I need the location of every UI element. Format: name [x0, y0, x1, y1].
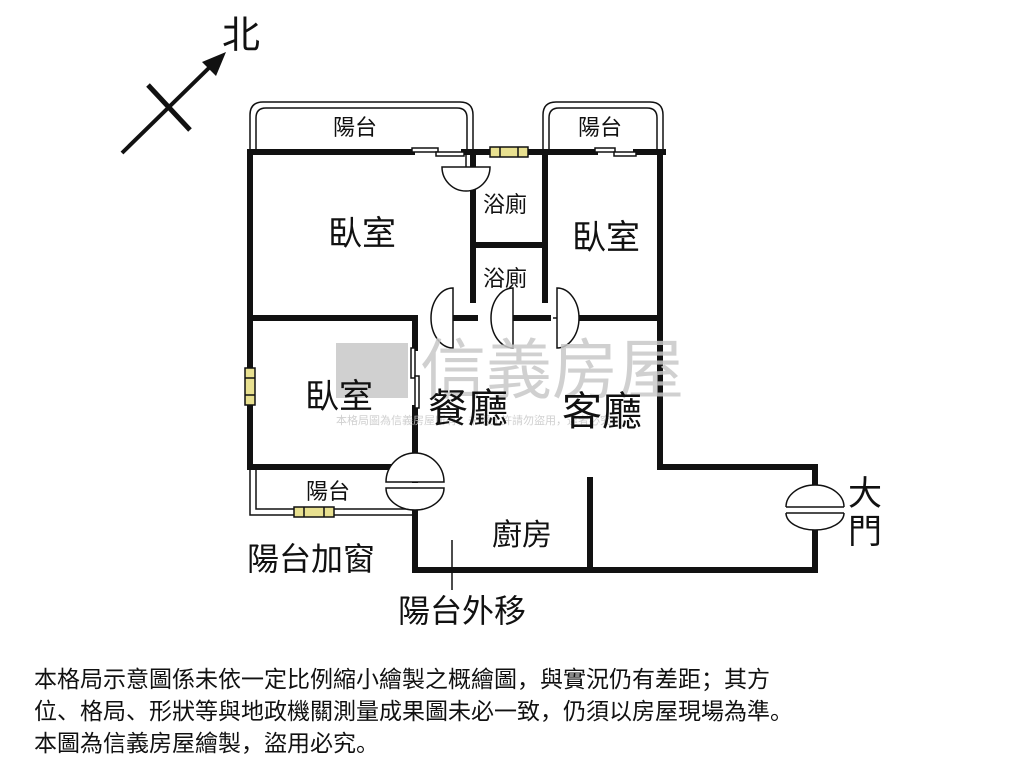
disclaimer: 本格局示意圖係未依一定比例縮小繪製之概繪圖，與實況仍有差距；其方 位、格局、形狀… [34, 664, 994, 760]
watermark-brand: 信義房屋 [420, 332, 684, 409]
watermark: 信義房屋 本格局圖為信義房屋所有，未經允許請勿盜用，違者必究 [336, 332, 684, 427]
watermark-logo-icon [336, 343, 408, 398]
label-bedroom-top-right: 臥室 [572, 218, 640, 258]
label-balcony-bottom-left: 陽台 [306, 480, 350, 505]
label-bathroom-lower: 浴廁 [483, 267, 527, 292]
door-hall-1 [430, 287, 458, 349]
annotation-balcony-window: 陽台加窗 [247, 540, 375, 578]
label-living-room: 客廳 [562, 389, 642, 435]
label-main-door-2: 門 [848, 512, 882, 552]
door-top-left-bedroom [441, 152, 491, 192]
annotation-balcony-moved: 陽台外移 [398, 592, 526, 630]
label-bathroom-upper: 浴廁 [483, 193, 527, 218]
label-main-door-1: 大 [848, 474, 882, 514]
label-balcony-top-right: 陽台 [578, 116, 622, 141]
door-hall-3 [553, 287, 580, 349]
balcony-top-left-outline [249, 101, 474, 152]
window-left [244, 367, 256, 406]
sliding-door-top-right [594, 147, 637, 157]
door-hall-2 [490, 287, 518, 349]
door-main-entrance [785, 484, 845, 531]
balcony-top-right-outline [542, 101, 664, 152]
disclaimer-line-1: 本格局示意圖係未依一定比例縮小繪製之概繪圖，與實況仍有差距；其方 [34, 667, 770, 693]
disclaimer-line-2: 位、格局、形狀等與地政機關測量成果圖未必一致，仍須以房屋現場為準。 [34, 699, 793, 725]
disclaimer-line-3: 本圖為信義房屋繪製，盜用必究。 [34, 731, 379, 757]
label-bedroom-left: 臥室 [305, 377, 373, 417]
sliding-door-dining [410, 347, 420, 409]
north-arrow-icon [120, 52, 226, 155]
sliding-door-top-left [411, 147, 465, 157]
window-balcony-added [293, 506, 335, 518]
walls [247, 149, 818, 573]
watermark-notice: 本格局圖為信義房屋所有，未經允許請勿盜用，違者必究 [336, 413, 611, 427]
label-dining-room: 餐廳 [428, 386, 508, 432]
label-balcony-top-left: 陽台 [333, 116, 377, 141]
north-label: 北 [222, 13, 260, 57]
door-left-bedroom-to-balcony [385, 452, 445, 511]
floor-plan: 北 [120, 13, 882, 630]
balcony-bottom-left-outline [249, 467, 415, 516]
label-bedroom-top-left: 臥室 [328, 214, 396, 254]
label-kitchen: 廚房 [492, 518, 552, 553]
window-top [489, 146, 529, 158]
